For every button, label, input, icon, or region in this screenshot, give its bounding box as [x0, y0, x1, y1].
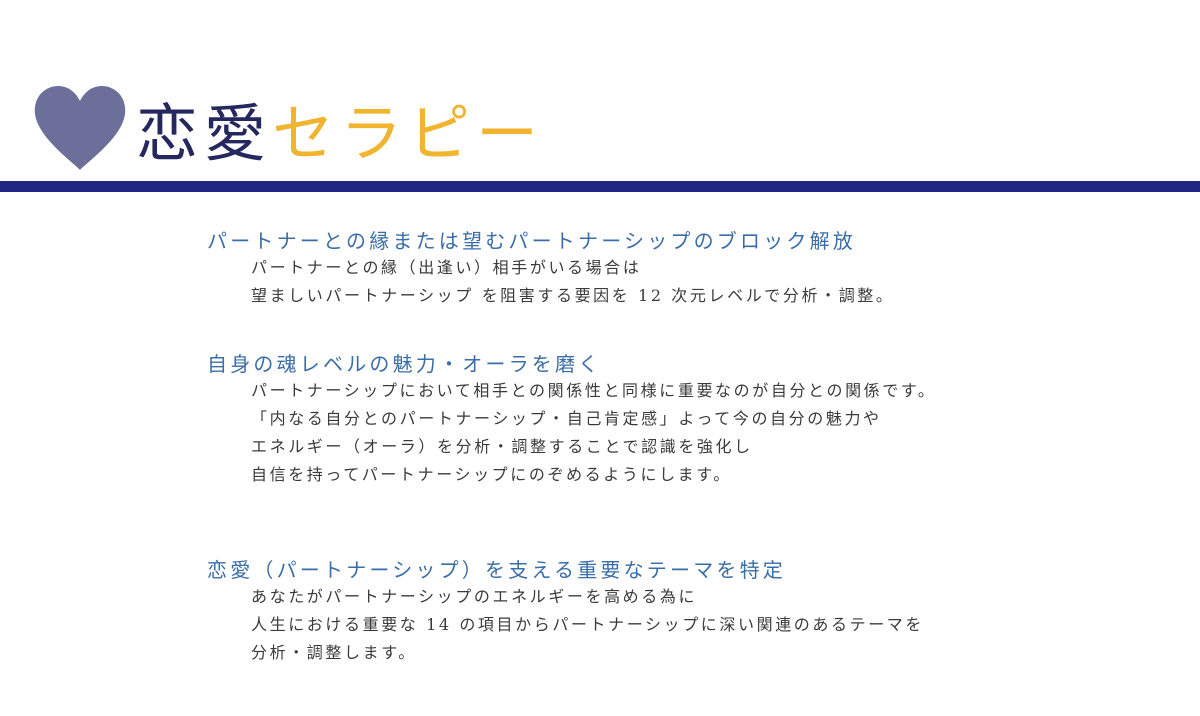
section-body: パートナーとの縁（出逢い）相手がいる場合は 望ましいパートナーシップ を阻害する… — [207, 254, 1167, 310]
body-line: 望ましいパートナーシップ を阻害する要因を 12 次元レベルで分析・調整。 — [251, 286, 895, 305]
page-title-main: 恋愛 — [136, 97, 273, 170]
body-line: エネルギー（オーラ）を分析・調整することで認識を強化し — [251, 437, 753, 456]
section-title: 自身の魂レベルの魅力・オーラを磨く — [207, 352, 602, 376]
section-soul-aura: 自身の魂レベルの魅力・オーラを磨く パートナーシップにおいて相手との関係性と同様… — [207, 351, 1167, 489]
body-line: あなたがパートナーシップのエネルギーを高める為に — [251, 587, 698, 606]
body-line: 自信を持ってパートナーシップにのぞめるようにします。 — [251, 465, 732, 484]
body-line: 分析・調整します。 — [251, 643, 417, 662]
section-partner-block: パートナーとの縁または望むパートナーシップのブロック解放 パートナーとの縁（出逢… — [207, 228, 1167, 310]
header: 恋愛セラピー — [0, 0, 1200, 181]
section-key-themes: 恋愛（パートナーシップ）を支える重要なテーマを特定 あなたがパートナーシップのエ… — [207, 557, 1167, 667]
section-title: 恋愛（パートナーシップ）を支える重要なテーマを特定 — [207, 558, 786, 582]
section-title: パートナーとの縁または望むパートナーシップのブロック解放 — [207, 229, 856, 253]
section-body: パートナーシップにおいて相手との関係性と同様に重要なのが自分との関係です。 「内… — [207, 377, 1167, 489]
heart-icon — [34, 86, 126, 170]
page-title: 恋愛セラピー — [136, 96, 544, 172]
body-line: 「内なる自分とのパートナーシップ・自己肯定感」よって今の自分の魅力や — [251, 409, 882, 428]
header-divider — [0, 181, 1200, 192]
section-body: あなたがパートナーシップのエネルギーを高める為に 人生における重要な 14 の項… — [207, 583, 1167, 667]
body-line: パートナーとの縁（出逢い）相手がいる場合は — [251, 258, 642, 277]
body-line: 人生における重要な 14 の項目からパートナーシップに深い関連のあるテーマを — [251, 615, 925, 634]
body-line: パートナーシップにおいて相手との関係性と同様に重要なのが自分との関係です。 — [251, 381, 937, 400]
page-title-accent: セラピー — [272, 97, 545, 170]
